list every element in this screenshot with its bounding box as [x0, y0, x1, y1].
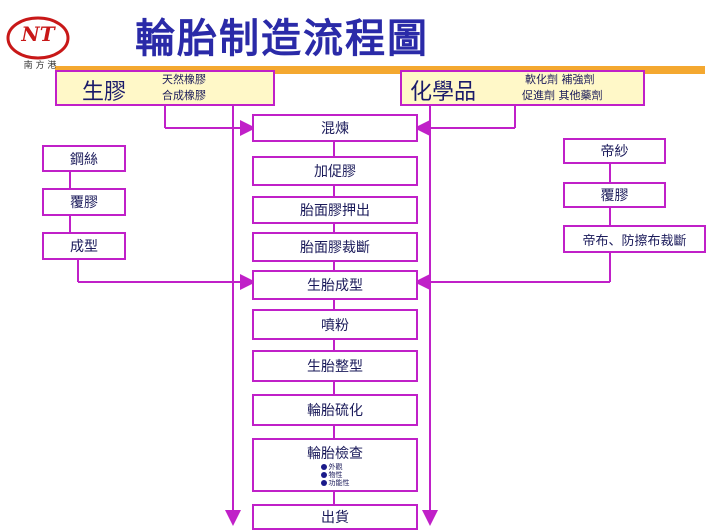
step-vulcanization: 輪胎硫化 — [252, 394, 418, 426]
step-inspection: 輪胎檢查 外觀 物性 功能性 — [252, 438, 418, 492]
step-inspection-label: 輪胎檢查 — [307, 446, 363, 462]
bullet-icon — [320, 464, 327, 470]
bullet-icon — [320, 480, 327, 486]
step-tread-cutting: 胎面膠裁斷 — [252, 232, 418, 262]
step-add-accelerator: 加促膠 — [252, 156, 418, 186]
right-coating: 覆膠 — [563, 182, 666, 208]
logo: NT — [12, 22, 64, 46]
step-tread-extrusion: 胎面膠押出 — [252, 196, 418, 224]
right-fabric-cutting: 帝布、防擦布裁斷 — [563, 225, 706, 253]
inspection-item: 物性 — [320, 471, 350, 479]
rubber-sub-1: 天然橡膠 — [162, 73, 206, 86]
step-mixing: 混煉 — [252, 114, 418, 142]
header-accent-band — [55, 66, 705, 74]
rubber-label: 生膠 — [82, 80, 127, 105]
left-coating: 覆膠 — [42, 188, 126, 216]
rubber-sub-2: 合成橡膠 — [162, 89, 206, 102]
logo-caption: 南 方 港 — [23, 61, 57, 71]
step-green-tire-shaping: 生胎整型 — [252, 350, 418, 382]
step-shipping: 出貨 — [252, 504, 418, 530]
chemical-header — [400, 70, 645, 106]
chemical-sub-2: 促進劑 其他藥劑 — [522, 89, 603, 102]
page-title: 輪胎制造流程圖 — [135, 15, 429, 62]
chemical-label: 化學品 — [410, 80, 477, 105]
logo-mark: NT — [21, 22, 55, 46]
bullet-icon — [320, 472, 327, 478]
left-steel-wire: 鋼絲 — [42, 145, 126, 172]
right-cord-yarn: 帝紗 — [563, 138, 666, 164]
inspection-item: 功能性 — [320, 479, 350, 487]
rubber-header — [55, 70, 275, 106]
left-forming: 成型 — [42, 232, 126, 260]
inspection-list: 外觀 物性 功能性 — [320, 463, 350, 487]
logo-ring-icon — [6, 16, 70, 60]
chemical-sub-1: 軟化劑 補強劑 — [525, 73, 595, 86]
step-green-tire-building: 生胎成型 — [252, 270, 418, 300]
step-spraying: 噴粉 — [252, 309, 418, 340]
inspection-item: 外觀 — [320, 463, 350, 471]
